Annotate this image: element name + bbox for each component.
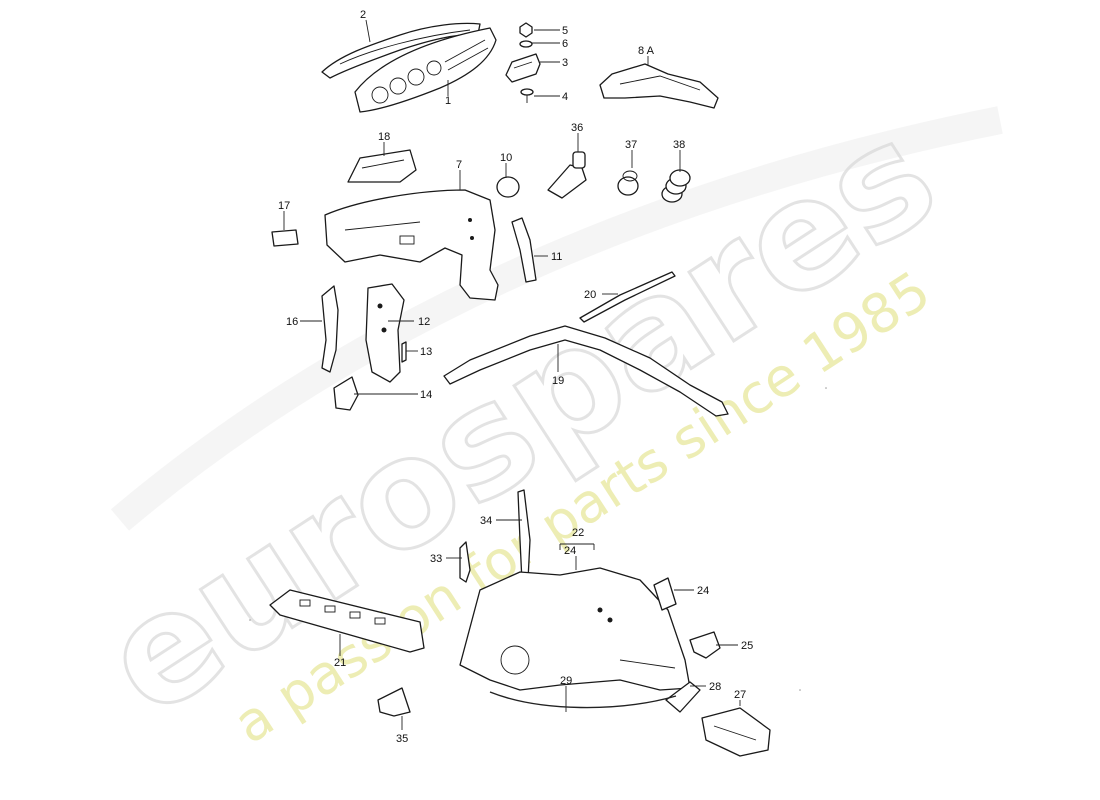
callout-2: 2 [360, 9, 366, 21]
part-18-reinforcement [347, 149, 417, 183]
callout-4: 4 [562, 91, 568, 103]
callout-17: 17 [278, 200, 290, 212]
callout-labels: 2 1 5 6 3 4 8 A 18 7 10 36 37 38 17 11 1… [278, 9, 753, 745]
part-1-dashboard-panel [354, 27, 497, 113]
part-25-clip [689, 631, 721, 659]
part-11-pillar-trim [511, 217, 537, 283]
callout-8a: 8 A [638, 45, 655, 57]
callout-7: 7 [456, 159, 462, 171]
callout-18: 18 [378, 131, 390, 143]
part-20-roof-strip [579, 271, 676, 323]
part-2-dash-trim [321, 22, 481, 79]
callout-33: 33 [430, 553, 442, 565]
callout-37: 37 [625, 139, 637, 151]
part-37-grommet [617, 170, 639, 196]
part-13-strip [401, 341, 407, 363]
part-14-corner [333, 376, 359, 411]
part-33-trim [459, 541, 471, 583]
callout-35: 35 [396, 733, 408, 745]
part-22-rear-quarter [459, 567, 691, 691]
leader-lines [283, 19, 741, 730]
callout-28: 28 [709, 681, 721, 693]
part-17-cover [271, 229, 299, 247]
callout-22: 22 [572, 527, 584, 539]
part-16-a-pillar-strip [321, 285, 339, 373]
part-27-mount [701, 707, 771, 757]
part-10-plug [496, 176, 520, 198]
callout-34: 34 [480, 515, 492, 527]
part-19-roof-frame [443, 325, 729, 417]
callout-5: 5 [562, 25, 568, 37]
part-6-washer [519, 40, 533, 48]
part-38-bellows [661, 169, 691, 203]
callout-29: 29 [560, 675, 572, 687]
callout-16: 16 [286, 316, 298, 328]
callout-25: 25 [741, 640, 753, 652]
part-3-bracket [505, 53, 541, 83]
callout-20: 20 [584, 289, 596, 301]
callout-6: 6 [562, 38, 568, 50]
callout-12: 12 [418, 316, 430, 328]
part-35-bracket [377, 687, 411, 717]
watermark-swoosh [110, 106, 1003, 531]
callout-10: 10 [500, 152, 512, 164]
part-8a-bracket [599, 63, 719, 109]
part-28-hinge [665, 681, 701, 713]
callout-3: 3 [562, 57, 568, 69]
callout-27: 27 [734, 689, 746, 701]
callout-14: 14 [420, 389, 432, 401]
part-24-bracket [653, 577, 677, 611]
callout-1: 1 [445, 95, 451, 107]
part-7-bulkhead [324, 189, 499, 301]
callout-11: 11 [551, 251, 562, 263]
callout-13: 13 [420, 346, 432, 358]
part-29-cable [489, 691, 677, 709]
part-21-crossmember [269, 589, 425, 653]
scan-specks [249, 387, 827, 691]
part-5-nut [519, 22, 533, 38]
part-4-screw [520, 88, 534, 103]
callout-19: 19 [552, 375, 564, 387]
callout-24-right: 24 [697, 585, 709, 597]
callout-21: 21 [334, 657, 346, 669]
part-36-grommet [547, 151, 587, 199]
callout-38: 38 [673, 139, 685, 151]
part-12-a-pillar [365, 283, 405, 383]
callout-24-left: 24 [564, 545, 576, 557]
callout-36: 36 [571, 122, 583, 134]
